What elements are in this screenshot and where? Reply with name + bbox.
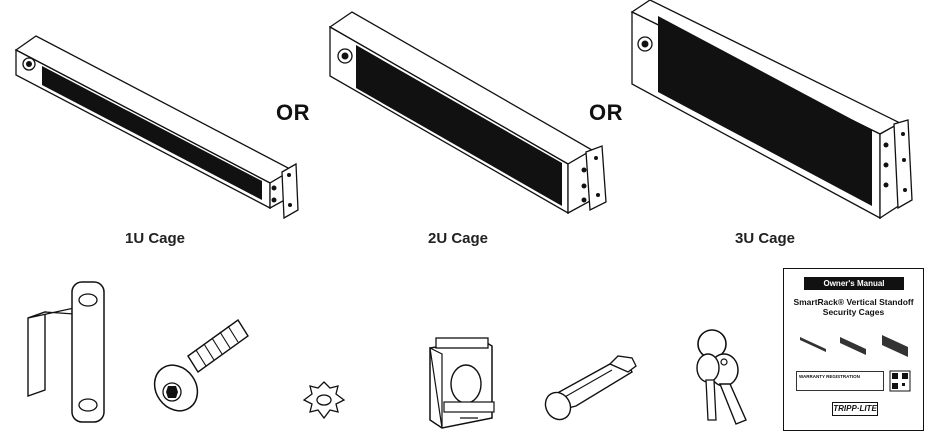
manual-title: SmartRack® Vertical Standoff Security Ca… [793,297,914,317]
manual-cage-thumbnails [800,335,908,357]
manual-header: Owner's Manual [804,277,904,290]
cage-2u-caption: 2U Cage [428,230,489,247]
qr-code-icon [889,370,911,392]
manual-warranty-label: WARRANTY REGISTRATION [799,374,860,379]
tripp-lite-logo: TRIPP·LITE [832,402,878,416]
or-separator-1: OR [276,100,310,125]
or-separator-2: OR [589,100,623,125]
cage-1u-caption: 1U Cage [125,230,186,247]
cage-3u-caption: 3U Cage [735,230,796,247]
manual-warranty-box: WARRANTY REGISTRATION [796,371,884,391]
owners-manual-illustration: Owner's Manual SmartRack® Vertical Stand… [783,268,924,431]
